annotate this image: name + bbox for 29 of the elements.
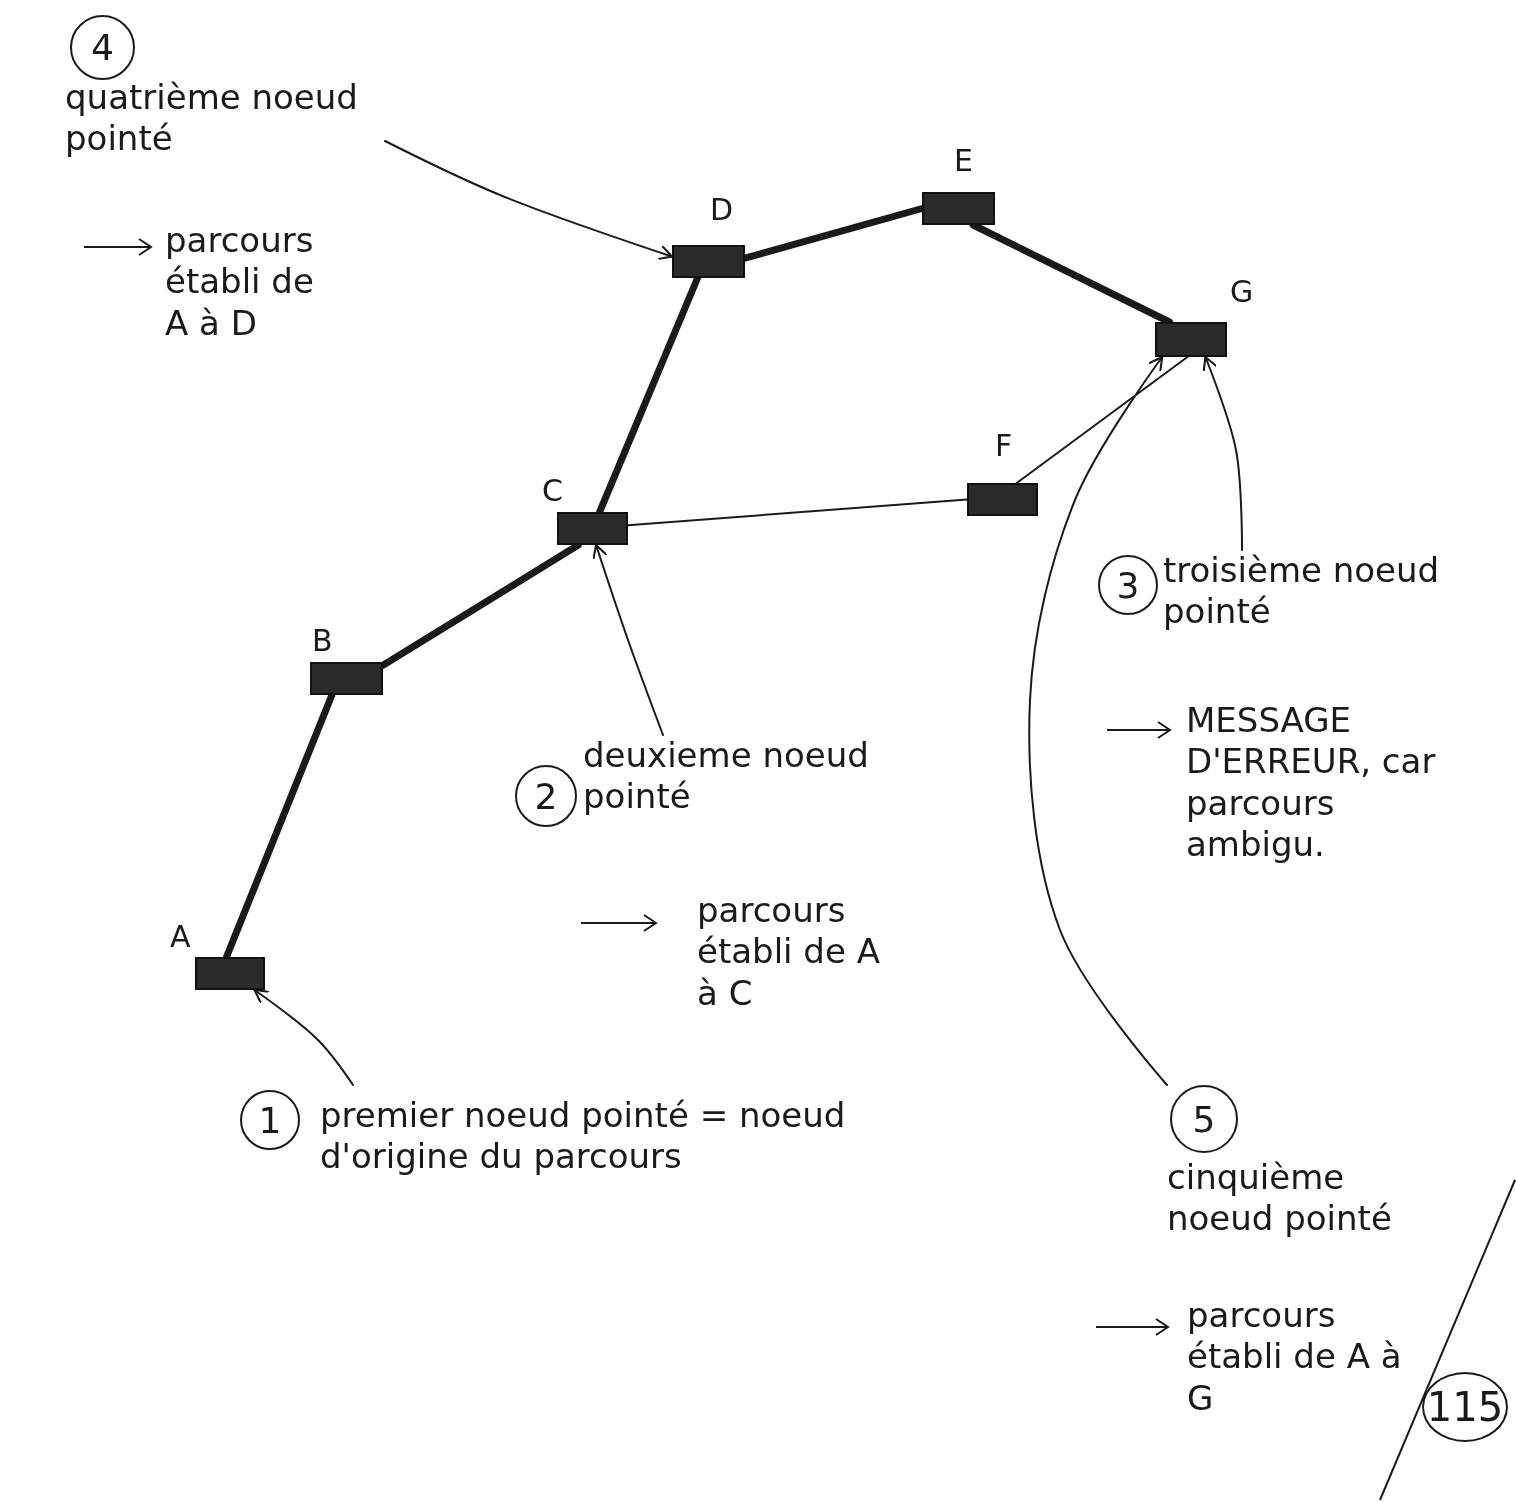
leader-arrow [253, 988, 355, 1086]
page-number: 115 [1422, 1372, 1508, 1442]
leader-arrow [1028, 355, 1168, 1086]
step-number: 1 [240, 1090, 300, 1150]
node-label: C [542, 476, 563, 506]
leader-arrow [384, 140, 674, 261]
network-link [1015, 356, 1189, 484]
annotation-text: MESSAGE D'ERREUR, car parcours ambigu. [1186, 700, 1437, 866]
node-label: E [954, 146, 973, 176]
annotation-text: parcours établi de A à C [697, 890, 881, 1015]
leader-arrow [1202, 355, 1243, 551]
leader-arrow [592, 543, 664, 736]
annotation-text: parcours établi de A à G [1187, 1295, 1403, 1420]
annotation-text: parcours établi de A à D [165, 220, 315, 345]
step-number: 5 [1170, 1085, 1238, 1153]
annotation-heading: troisième noeud pointé [1163, 550, 1441, 633]
node-label: F [995, 431, 1013, 461]
annotation-heading: cinquième noeud pointé [1167, 1157, 1393, 1240]
annotation-heading: premier noeud pointé = noeud d'origine du parcours [320, 1095, 847, 1178]
annotation-heading: quatrième noeud pointé [65, 77, 359, 160]
node-label: B [312, 626, 333, 656]
node-label: G [1230, 277, 1254, 307]
node-label: D [710, 195, 734, 225]
node-label: A [170, 922, 191, 952]
step-number: 3 [1098, 555, 1158, 615]
annotation-heading: deuxieme noeud pointé [583, 735, 870, 818]
network-link [627, 498, 968, 527]
step-number: 2 [515, 765, 577, 827]
step-number: 4 [70, 15, 135, 80]
